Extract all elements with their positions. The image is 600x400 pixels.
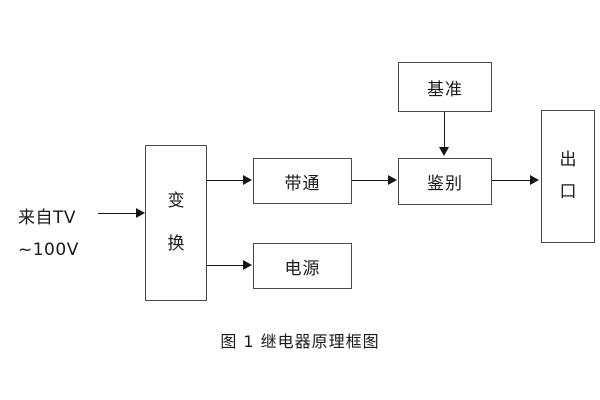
connector-input-to-convert xyxy=(98,213,138,214)
source-label-line1: 来自TV xyxy=(18,208,77,228)
connector-reference-to-discriminator xyxy=(444,112,445,149)
connector-discriminator-to-output xyxy=(492,180,532,181)
block-bandpass-label: 带通 xyxy=(284,173,321,194)
block-discriminator-label: 鉴别 xyxy=(427,174,463,194)
arrow-head-convert-to-power xyxy=(243,260,252,270)
connector-bandpass-to-discriminator xyxy=(352,180,389,181)
connector-convert-to-power xyxy=(207,265,244,266)
arrow-head-reference-to-discriminator xyxy=(439,147,449,156)
arrow-head-convert-to-bandpass xyxy=(243,175,252,185)
arrow-head-input-to-convert xyxy=(136,208,145,218)
source-label-line2: ~100V xyxy=(18,240,79,260)
block-convert-char1: 变 xyxy=(167,191,185,211)
connector-convert-to-bandpass xyxy=(207,180,244,181)
block-convert-char2: 换 xyxy=(167,234,185,254)
arrow-head-bandpass-to-discriminator xyxy=(388,175,397,185)
arrow-head-discriminator-to-output xyxy=(530,175,539,185)
block-bandpass: 带通 xyxy=(253,158,352,204)
block-discriminator: 鉴别 xyxy=(398,158,492,205)
figure-caption: 图 1 继电器原理框图 xyxy=(220,332,380,351)
block-power-supply: 电源 xyxy=(253,243,352,289)
block-reference: 基准 xyxy=(398,62,492,112)
block-reference-label: 基准 xyxy=(427,79,463,100)
block-convert: 变 换 xyxy=(145,145,207,301)
block-output-char2: 口 xyxy=(559,181,577,202)
block-output-char1: 出 xyxy=(559,150,577,171)
block-power-supply-label: 电源 xyxy=(284,258,321,279)
block-output: 出 口 xyxy=(541,110,595,243)
